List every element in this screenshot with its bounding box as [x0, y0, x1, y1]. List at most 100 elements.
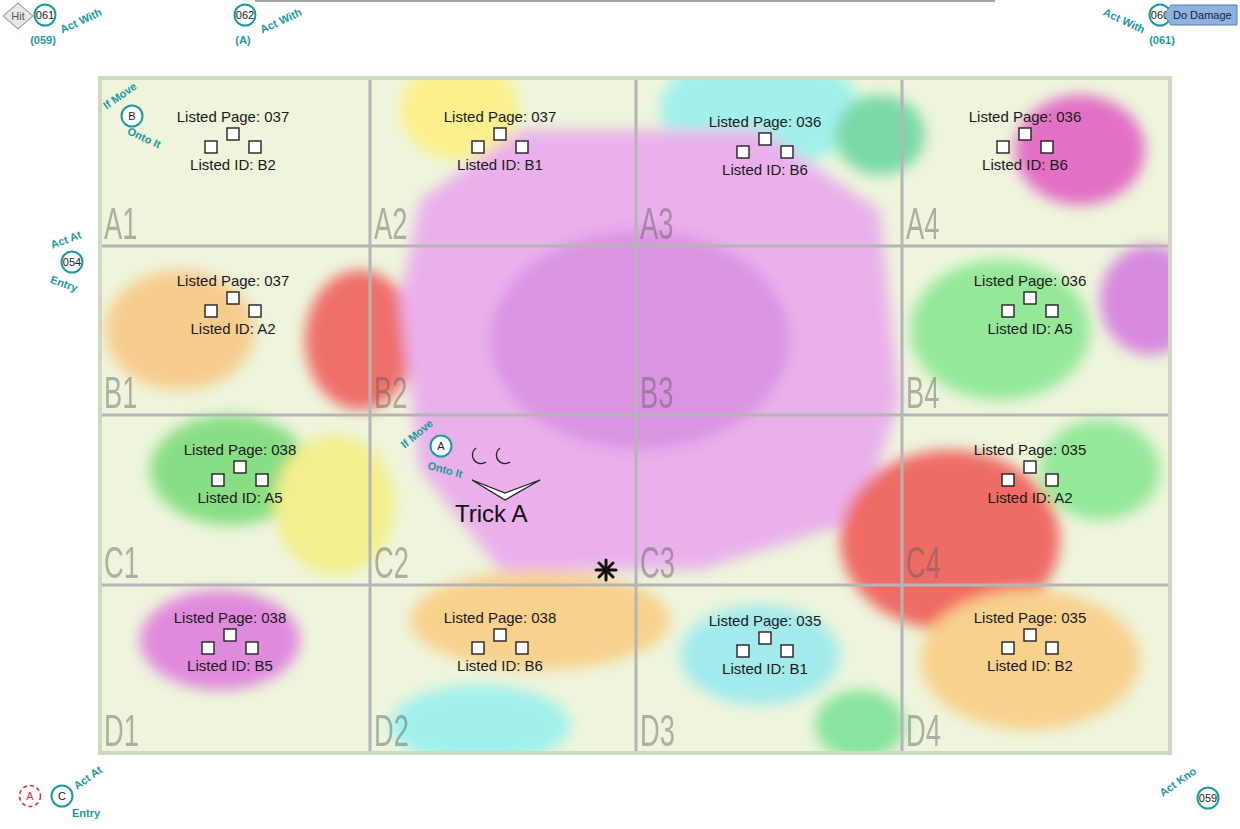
board-cell: Listed Page: 036Listed ID: B6A3 [636, 78, 902, 246]
cyan-blob [390, 685, 570, 753]
slot-box [1024, 292, 1036, 304]
slot-box [205, 305, 217, 317]
cell-name: D2 [374, 709, 409, 753]
slot-boxes [998, 460, 1062, 488]
slot-box [1024, 629, 1036, 641]
cell-name: B3 [640, 371, 673, 415]
listed-page: Listed Page: 038 [140, 609, 320, 627]
slot-box [1024, 461, 1036, 473]
slot-boxes [201, 127, 265, 155]
listed-page: Listed Page: 037 [410, 108, 590, 126]
board-cell: Listed Page: 038Listed ID: A5C1 [100, 415, 370, 585]
cell-name: A4 [906, 202, 939, 246]
cell-name: D3 [640, 709, 675, 753]
arc-caption: Act At [72, 764, 105, 791]
listed-id: Listed ID: B6 [410, 657, 590, 675]
listed-page: Listed Page: 037 [143, 272, 323, 290]
slot-box [212, 474, 224, 486]
cell-listing: Listed Page: 036Listed ID: A5 [940, 272, 1120, 338]
arc-caption: (A) [235, 35, 250, 46]
tag-shape [1164, 5, 1237, 25]
cell-listing: Listed Page: 038Listed ID: B5 [140, 609, 320, 675]
board-cell: B2 [370, 246, 636, 415]
tag-label: Do Damage [1163, 9, 1236, 21]
arc-caption: Act With [259, 7, 304, 36]
slot-boxes [468, 127, 532, 155]
cell-name: D4 [906, 709, 941, 753]
damage-tag: Do Damage [1163, 4, 1238, 26]
cell-name: B2 [374, 371, 407, 415]
token-circle: If MoveAOnto It [429, 434, 453, 458]
slot-box [224, 629, 236, 641]
slot-box [227, 292, 239, 304]
cell-name: B4 [906, 371, 939, 415]
board-cell: Listed Page: 035Listed ID: B2 D4 [902, 585, 1170, 753]
magenta-blob [1100, 245, 1170, 355]
listed-id: Listed ID: B1 [675, 660, 855, 678]
cell-listing: Listed Page: 037Listed ID: B1 [410, 108, 590, 174]
diamond-shape [3, 3, 33, 29]
listed-page: Listed Page: 038 [410, 609, 590, 627]
slot-boxes [201, 291, 265, 319]
cell-name: D1 [104, 709, 139, 753]
board-cell: Listed Page: 035Listed ID: B1D3 [636, 585, 902, 753]
cell-listing: Listed Page: 038Listed ID: A5 [150, 441, 330, 507]
cell-listing: Listed Page: 036Listed ID: B6 [675, 113, 855, 179]
slot-box [781, 146, 793, 158]
arc-caption: Onto It [126, 126, 163, 151]
slot-boxes [998, 291, 1062, 319]
listed-page: Listed Page: 035 [675, 612, 855, 630]
cell-listing: Listed Page: 035Listed ID: A2 [940, 441, 1120, 507]
arc-caption: Entry [49, 274, 79, 294]
listed-id: Listed ID: A2 [143, 320, 323, 338]
cell-name: A3 [640, 202, 673, 246]
crescent-mark [472, 448, 486, 464]
arc-caption: Act With [1102, 7, 1147, 36]
slot-box [759, 133, 771, 145]
token-number: 061 [33, 3, 57, 27]
board-cell: Listed Page: 036Listed ID: B6A4 [902, 78, 1170, 246]
listed-page: Listed Page: 036 [675, 113, 855, 131]
listed-page: Listed Page: 038 [150, 441, 330, 459]
token-number: 062 [233, 3, 257, 27]
arc-caption: (061) [1149, 35, 1175, 46]
slot-box [759, 632, 771, 644]
token-circle: Act At054Entry [60, 250, 84, 274]
slot-box [1046, 474, 1058, 486]
slot-boxes [733, 631, 797, 659]
hit-label: Hit [11, 10, 24, 22]
token-circle: Act With061(059) [33, 3, 57, 27]
arc-caption: Entry [72, 808, 100, 819]
listed-page: Listed Page: 037 [143, 108, 323, 126]
listed-id: Listed ID: A5 [150, 489, 330, 507]
slot-boxes [468, 628, 532, 656]
chevron-mark [472, 480, 540, 500]
pink-blob [400, 130, 900, 570]
cell-listing: Listed Page: 035Listed ID: B2 [940, 609, 1120, 675]
cell-listing: Listed Page: 037Listed ID: B2 [143, 108, 323, 174]
cell-listing: Listed Page: 035Listed ID: B1 [675, 612, 855, 678]
cell-name: C2 [374, 541, 409, 585]
arc-caption: Act With [59, 7, 104, 36]
magenta-blob [140, 590, 300, 690]
hit-diamond: Hit [2, 2, 34, 30]
board-cell: Listed Page: 037Listed ID: A2B1 [100, 246, 370, 415]
token-number: B [120, 104, 144, 128]
trick-symbol [472, 448, 540, 500]
cell-name: A2 [374, 202, 407, 246]
slot-box [1002, 305, 1014, 317]
token-number: A [429, 434, 453, 458]
listed-id: Listed ID: B2 [940, 657, 1120, 675]
token-number: A [18, 784, 42, 808]
slot-box [472, 642, 484, 654]
trick-label: Trick A [455, 500, 527, 528]
token-number: C [50, 784, 74, 808]
slot-box [494, 128, 506, 140]
asterisk-spoke [599, 563, 613, 577]
slot-box [494, 629, 506, 641]
magenta-blob [490, 230, 790, 450]
slot-box [1046, 642, 1058, 654]
board-cell: Listed Page: 036Listed ID: A5B4 [902, 246, 1170, 415]
arc-caption: Act Kno [1158, 765, 1199, 798]
